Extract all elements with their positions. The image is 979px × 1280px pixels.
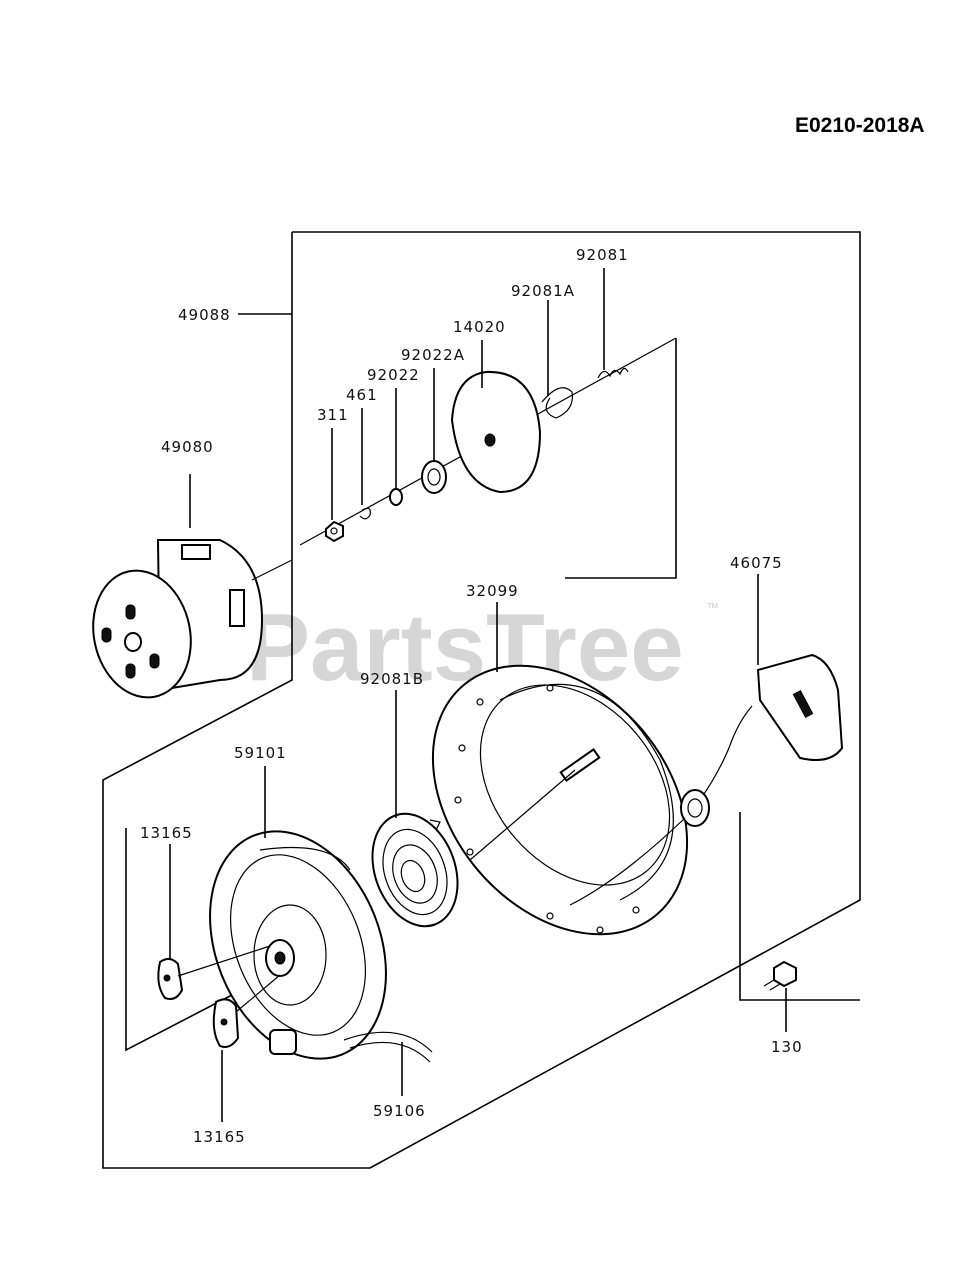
part-label-92081: 92081 — [576, 246, 629, 264]
reel-59101 — [209, 830, 387, 1060]
part-label-92022a: 92022A — [401, 346, 465, 364]
part-label-13165-top: 13165 — [140, 824, 193, 842]
part-label-311: 311 — [317, 406, 349, 424]
part-label-461: 461 — [346, 386, 378, 404]
leader-lines — [169, 268, 787, 1122]
part-label-49080: 49080 — [161, 438, 214, 456]
rope-59106 — [343, 1031, 433, 1063]
plate-14020 — [450, 370, 542, 494]
housing-32099 — [431, 664, 689, 936]
assembly-frame — [102, 231, 861, 1169]
part-label-46075: 46075 — [730, 554, 783, 572]
spring-92081b — [371, 812, 459, 928]
washer-92022a — [421, 460, 447, 494]
small-parts-stack — [299, 337, 677, 546]
handle-46075 — [569, 653, 844, 906]
part-label-32099: 32099 — [466, 582, 519, 600]
part-label-92022: 92022 — [367, 366, 420, 384]
nut-311 — [325, 520, 344, 543]
part-label-59101: 59101 — [234, 744, 287, 762]
part-label-14020: 14020 — [453, 318, 506, 336]
part-label-92081b: 92081B — [360, 670, 424, 688]
ratchet-13165-bottom — [212, 974, 281, 1048]
part-label-13165-bottom: 13165 — [193, 1128, 246, 1146]
part-label-130: 130 — [771, 1038, 803, 1056]
bolt-130 — [763, 960, 797, 991]
diagram-code: E0210-2018A — [795, 114, 925, 137]
spring-92081 — [597, 367, 629, 379]
watermark-trademark: ™ — [706, 600, 719, 615]
cup-49080 — [92, 539, 293, 699]
part-label-49088: 49088 — [178, 306, 231, 324]
spring-92081a — [541, 387, 574, 419]
washer-92022 — [389, 488, 403, 506]
part-label-92081a: 92081A — [511, 282, 575, 300]
washer-461 — [359, 507, 371, 520]
part-label-59106: 59106 — [373, 1102, 426, 1120]
